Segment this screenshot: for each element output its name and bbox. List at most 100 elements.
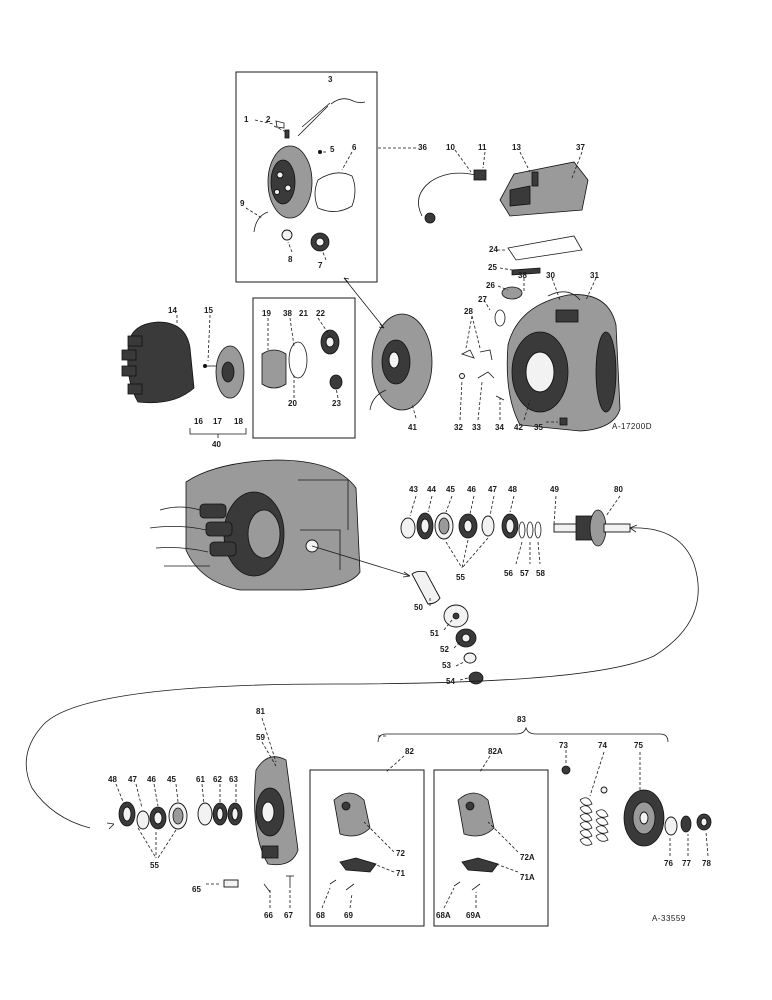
callout-24: 24 — [489, 245, 498, 254]
part-ring-48 — [501, 513, 519, 539]
callout-58: 58 — [536, 569, 545, 578]
leader-lines-shaft — [409, 495, 621, 569]
assembly-box-rotor — [252, 297, 356, 439]
part-clip-33 — [477, 371, 495, 379]
callout-38b: 38 — [283, 309, 292, 318]
part-cap-26 — [501, 286, 523, 300]
part-bushing-22 — [320, 329, 340, 355]
callout-42: 42 — [514, 423, 523, 432]
callout-78: 78 — [702, 859, 711, 868]
figure-reference-bottom: A-33559 — [652, 914, 686, 923]
callout-22: 22 — [316, 309, 325, 318]
callout-50: 50 — [414, 603, 423, 612]
callout-32: 32 — [454, 423, 463, 432]
callout-80: 80 — [614, 485, 623, 494]
callout-37: 37 — [576, 143, 585, 152]
part-ring-48b — [118, 801, 136, 827]
part-rotor-80 — [553, 509, 631, 547]
callout-75: 75 — [634, 741, 643, 750]
part-key-35 — [559, 417, 568, 426]
callout-25: 25 — [488, 263, 497, 272]
callout-40: 40 — [212, 440, 221, 449]
callout-2: 2 — [266, 115, 271, 124]
callout-44: 44 — [427, 485, 436, 494]
part-distributor-cap-14 — [121, 321, 195, 404]
callout-67: 67 — [284, 911, 293, 920]
engine-illustration — [149, 459, 361, 591]
part-housing-59 — [254, 756, 299, 866]
part-seal-63 — [227, 802, 243, 826]
callout-16: 16 — [194, 417, 203, 426]
callout-76: 76 — [664, 859, 673, 868]
callout-38: 38 — [518, 271, 527, 280]
callouts-top: 1 2 3 5 6 7 8 9 10 11 13 37 36 24 25 26 … — [168, 75, 652, 449]
callout-68: 68 — [316, 911, 325, 920]
part-race-45b — [168, 802, 188, 830]
callout-55b: 55 — [150, 861, 159, 870]
assembly-box-36 — [235, 71, 378, 283]
callout-53: 53 — [442, 661, 451, 670]
figure-reference-top: A-17200D — [612, 422, 652, 431]
callout-52: 52 — [440, 645, 449, 654]
part-screw-73 — [561, 765, 571, 775]
callout-65: 65 — [192, 885, 201, 894]
callout-47b: 47 — [128, 775, 137, 784]
callout-33: 33 — [472, 423, 481, 432]
callout-51: 51 — [430, 629, 439, 638]
callout-27: 27 — [478, 295, 487, 304]
callout-18: 18 — [234, 417, 243, 426]
part-magneto-housing-42 — [506, 291, 621, 432]
callout-10: 10 — [446, 143, 455, 152]
leader-lines-middle — [429, 596, 469, 681]
callout-47: 47 — [488, 485, 497, 494]
part-pin-1 — [275, 120, 285, 129]
part-pin-65 — [223, 879, 239, 888]
callout-35: 35 — [534, 423, 543, 432]
part-bearing-46 — [458, 513, 478, 539]
leader-lines-top — [176, 102, 597, 438]
part-plate-19 — [261, 349, 287, 389]
callout-17: 17 — [213, 417, 222, 426]
callout-66: 66 — [264, 911, 273, 920]
part-washer-53 — [463, 652, 477, 664]
part-seal-44 — [416, 512, 434, 540]
callout-36: 36 — [418, 143, 427, 152]
part-nut-23 — [329, 374, 343, 390]
part-race-45 — [434, 512, 454, 540]
part-ring-21 — [288, 341, 308, 379]
brace-83 — [377, 726, 669, 743]
callout-21: 21 — [299, 309, 308, 318]
part-rings-56-58 — [518, 521, 542, 539]
callout-54: 54 — [446, 677, 455, 686]
callout-30: 30 — [546, 271, 555, 280]
part-cover-37 — [499, 161, 589, 217]
part-washer-76 — [664, 816, 678, 836]
part-rotor-16 — [215, 345, 245, 399]
part-clip-69a — [471, 883, 481, 891]
callout-57: 57 — [520, 569, 529, 578]
callout-56: 56 — [504, 569, 513, 578]
callout-14: 14 — [168, 306, 177, 315]
part-screw-67 — [286, 875, 294, 886]
part-nut-7 — [310, 232, 330, 252]
part-coupling-50 — [411, 570, 441, 605]
part-breaker-72 — [333, 792, 371, 837]
callout-63: 63 — [229, 775, 238, 784]
part-washer-77 — [680, 815, 692, 833]
part-breaker-72a — [457, 792, 495, 837]
callout-31: 31 — [590, 271, 599, 280]
part-washer-47b — [136, 810, 150, 830]
assembly-box-82 — [309, 769, 425, 927]
callout-82a: 82A — [488, 747, 503, 756]
callout-77: 77 — [682, 859, 691, 868]
part-screw-15 — [203, 364, 216, 368]
callout-69a: 69A — [466, 911, 481, 920]
callout-71a: 71A — [520, 873, 535, 882]
callout-72a: 72A — [520, 853, 535, 862]
callout-71: 71 — [396, 869, 405, 878]
part-disc-51 — [443, 604, 469, 628]
callout-3: 3 — [328, 75, 333, 84]
part-screw-25 — [511, 267, 541, 276]
part-arm-71 — [339, 857, 377, 873]
